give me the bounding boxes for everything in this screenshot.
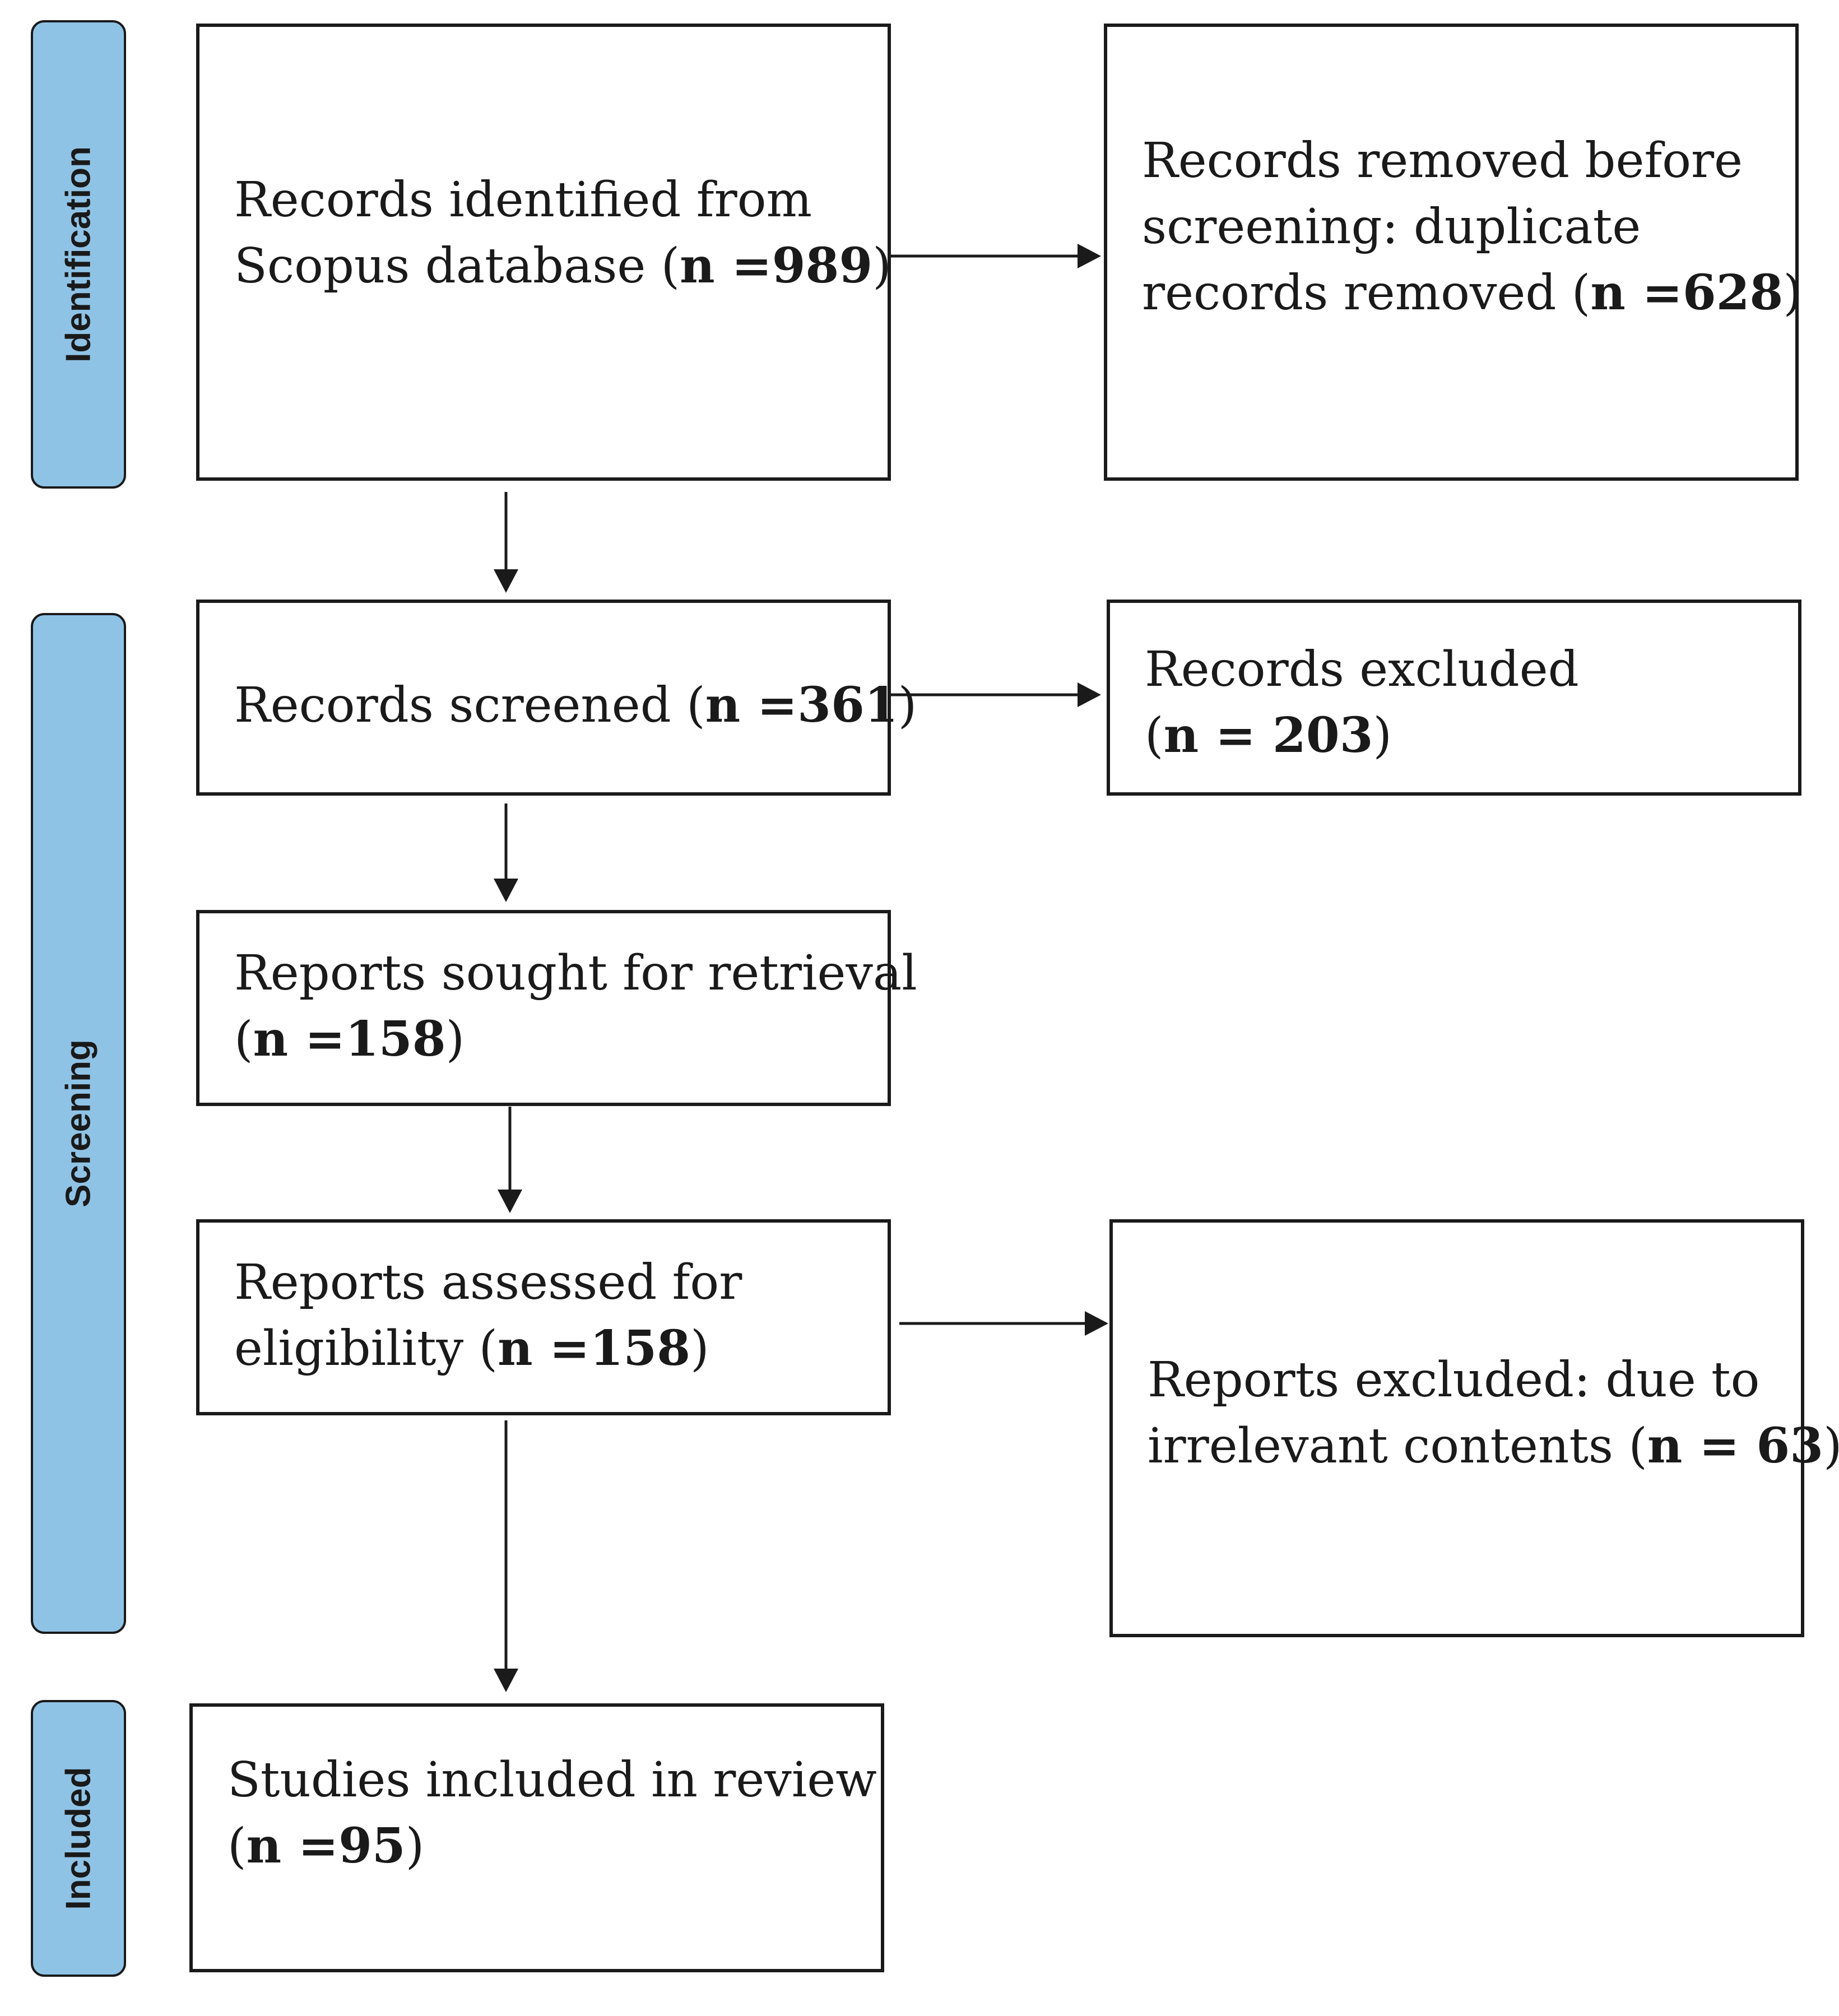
included-count: n =95	[246, 1818, 406, 1874]
removed-line1: Records removed before	[1142, 133, 1743, 189]
box-records-screened: Records screened (n =361)	[196, 600, 917, 796]
screened-line1: Records screened (	[234, 677, 705, 733]
arrowhead-sought-to-assessed	[498, 1190, 522, 1213]
reports-excluded-count: n = 63	[1647, 1418, 1824, 1474]
removed-line2: screening: duplicate	[1142, 199, 1641, 255]
arrowhead-assessed-to-included	[494, 1669, 518, 1692]
assessed-line1: Reports assessed for	[234, 1255, 742, 1311]
reports-excluded-line1: Reports excluded: due to	[1148, 1352, 1760, 1408]
identified-line1: Records identified from	[234, 172, 812, 228]
sought-count: n =158	[253, 1011, 446, 1067]
records-excluded-line1: Records excluded	[1145, 642, 1579, 698]
phase-identification: Identification	[31, 20, 126, 489]
removed-count: n =628	[1590, 264, 1784, 321]
records-excluded-count: n = 203	[1163, 707, 1373, 764]
included-line1: Studies included in review	[227, 1752, 877, 1808]
arrowhead-screened-to-sought	[494, 879, 518, 902]
phase-screening: Screening	[31, 613, 126, 1634]
removed-line3: records removed (	[1142, 265, 1591, 321]
identified-line2: Scopus database (	[234, 238, 680, 294]
arrowhead-identified-to-screened	[494, 569, 518, 593]
box-studies-included: Studies included in review (n =95)	[189, 1703, 884, 1972]
identified-count: n =989	[680, 238, 873, 294]
screened-count: n =361	[705, 677, 898, 733]
box-records-excluded: Records excluded (n = 203)	[1107, 600, 1801, 796]
arrowhead-assessed-to-reports-excluded	[1085, 1311, 1108, 1336]
box-reports-sought: Reports sought for retrieval (n =158)	[196, 910, 917, 1106]
box-records-identified: Records identified from Scopus database …	[196, 24, 891, 481]
box-records-removed: Records removed before screening: duplic…	[1104, 24, 1802, 481]
phase-included: Included	[31, 1700, 126, 1977]
box-reports-assessed: Reports assessed for eligibility (n =158…	[196, 1219, 891, 1415]
sought-line1: Reports sought for retrieval	[234, 945, 917, 1001]
arrowhead-screened-to-excluded	[1078, 682, 1101, 707]
arrowhead-identified-to-removed	[1078, 244, 1101, 268]
assessed-count: n =158	[498, 1320, 691, 1377]
box-reports-excluded: Reports excluded: due to irrelevant cont…	[1109, 1219, 1839, 1637]
